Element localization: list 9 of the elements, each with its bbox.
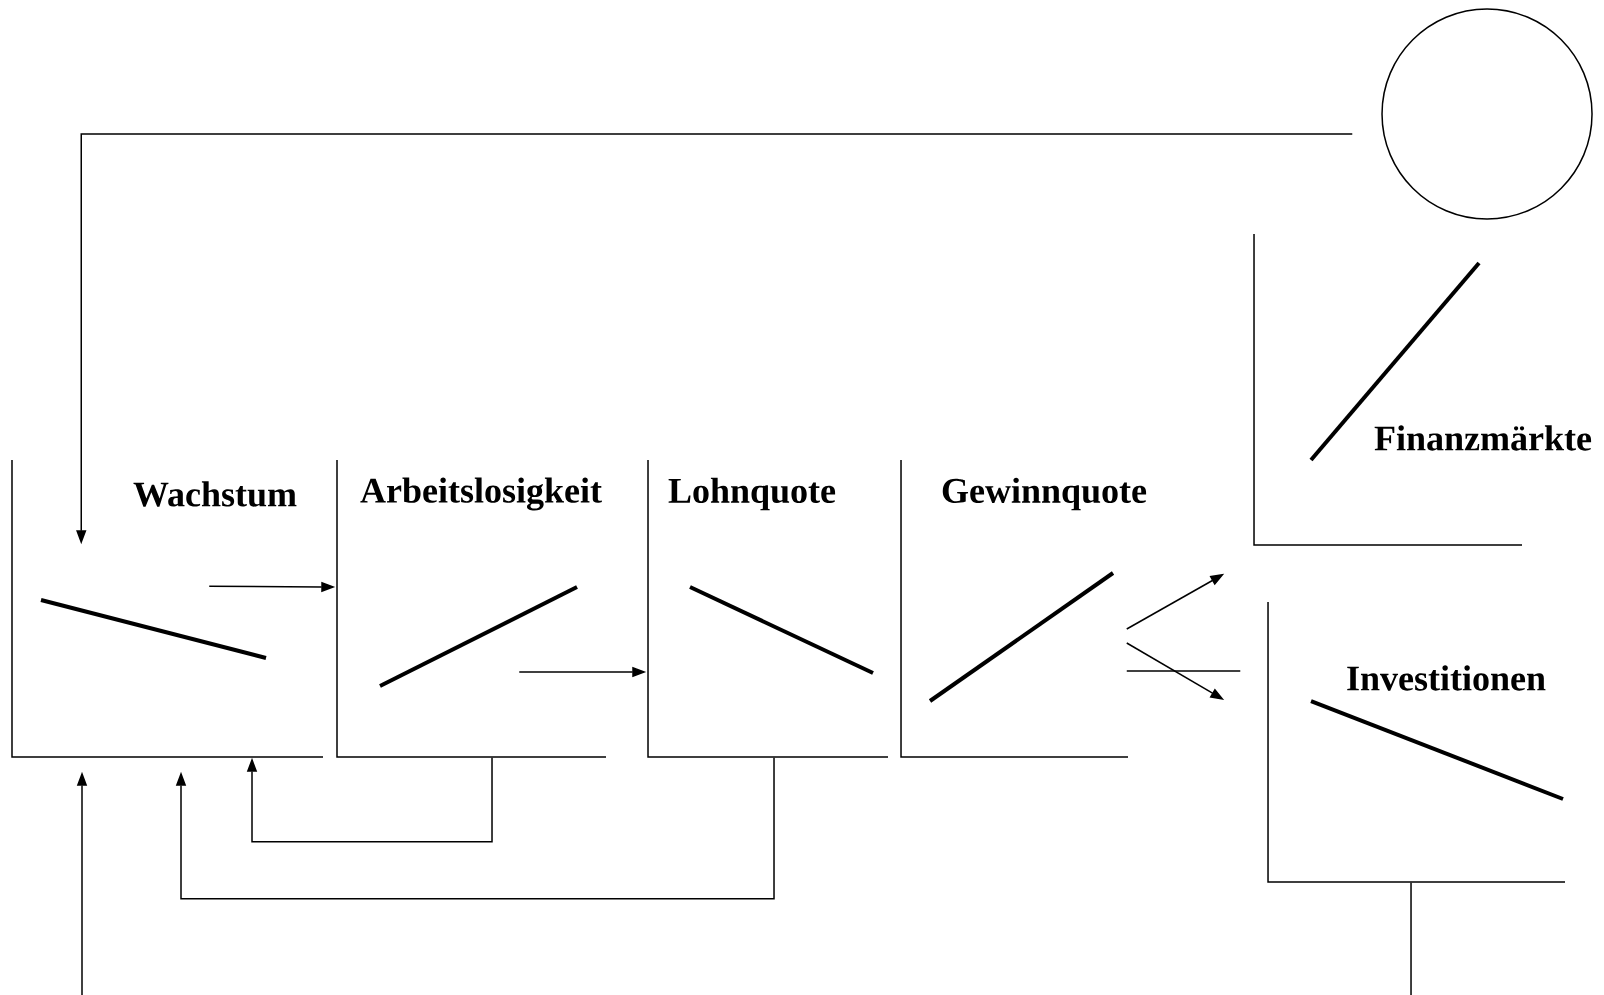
chart-panel: Lohnquote xyxy=(647,459,889,758)
arrow xyxy=(246,757,493,843)
chart-panel: Gewinnquote xyxy=(900,459,1147,758)
chart-panel: Investitionen xyxy=(1267,601,1566,883)
chart-panel: Arbeitslosigkeit xyxy=(336,459,607,758)
arrow xyxy=(175,757,775,900)
chart-panel: Finanzmärkte xyxy=(1253,233,1592,546)
circle xyxy=(1381,8,1593,220)
chart-panel: Wachstum xyxy=(11,459,324,758)
